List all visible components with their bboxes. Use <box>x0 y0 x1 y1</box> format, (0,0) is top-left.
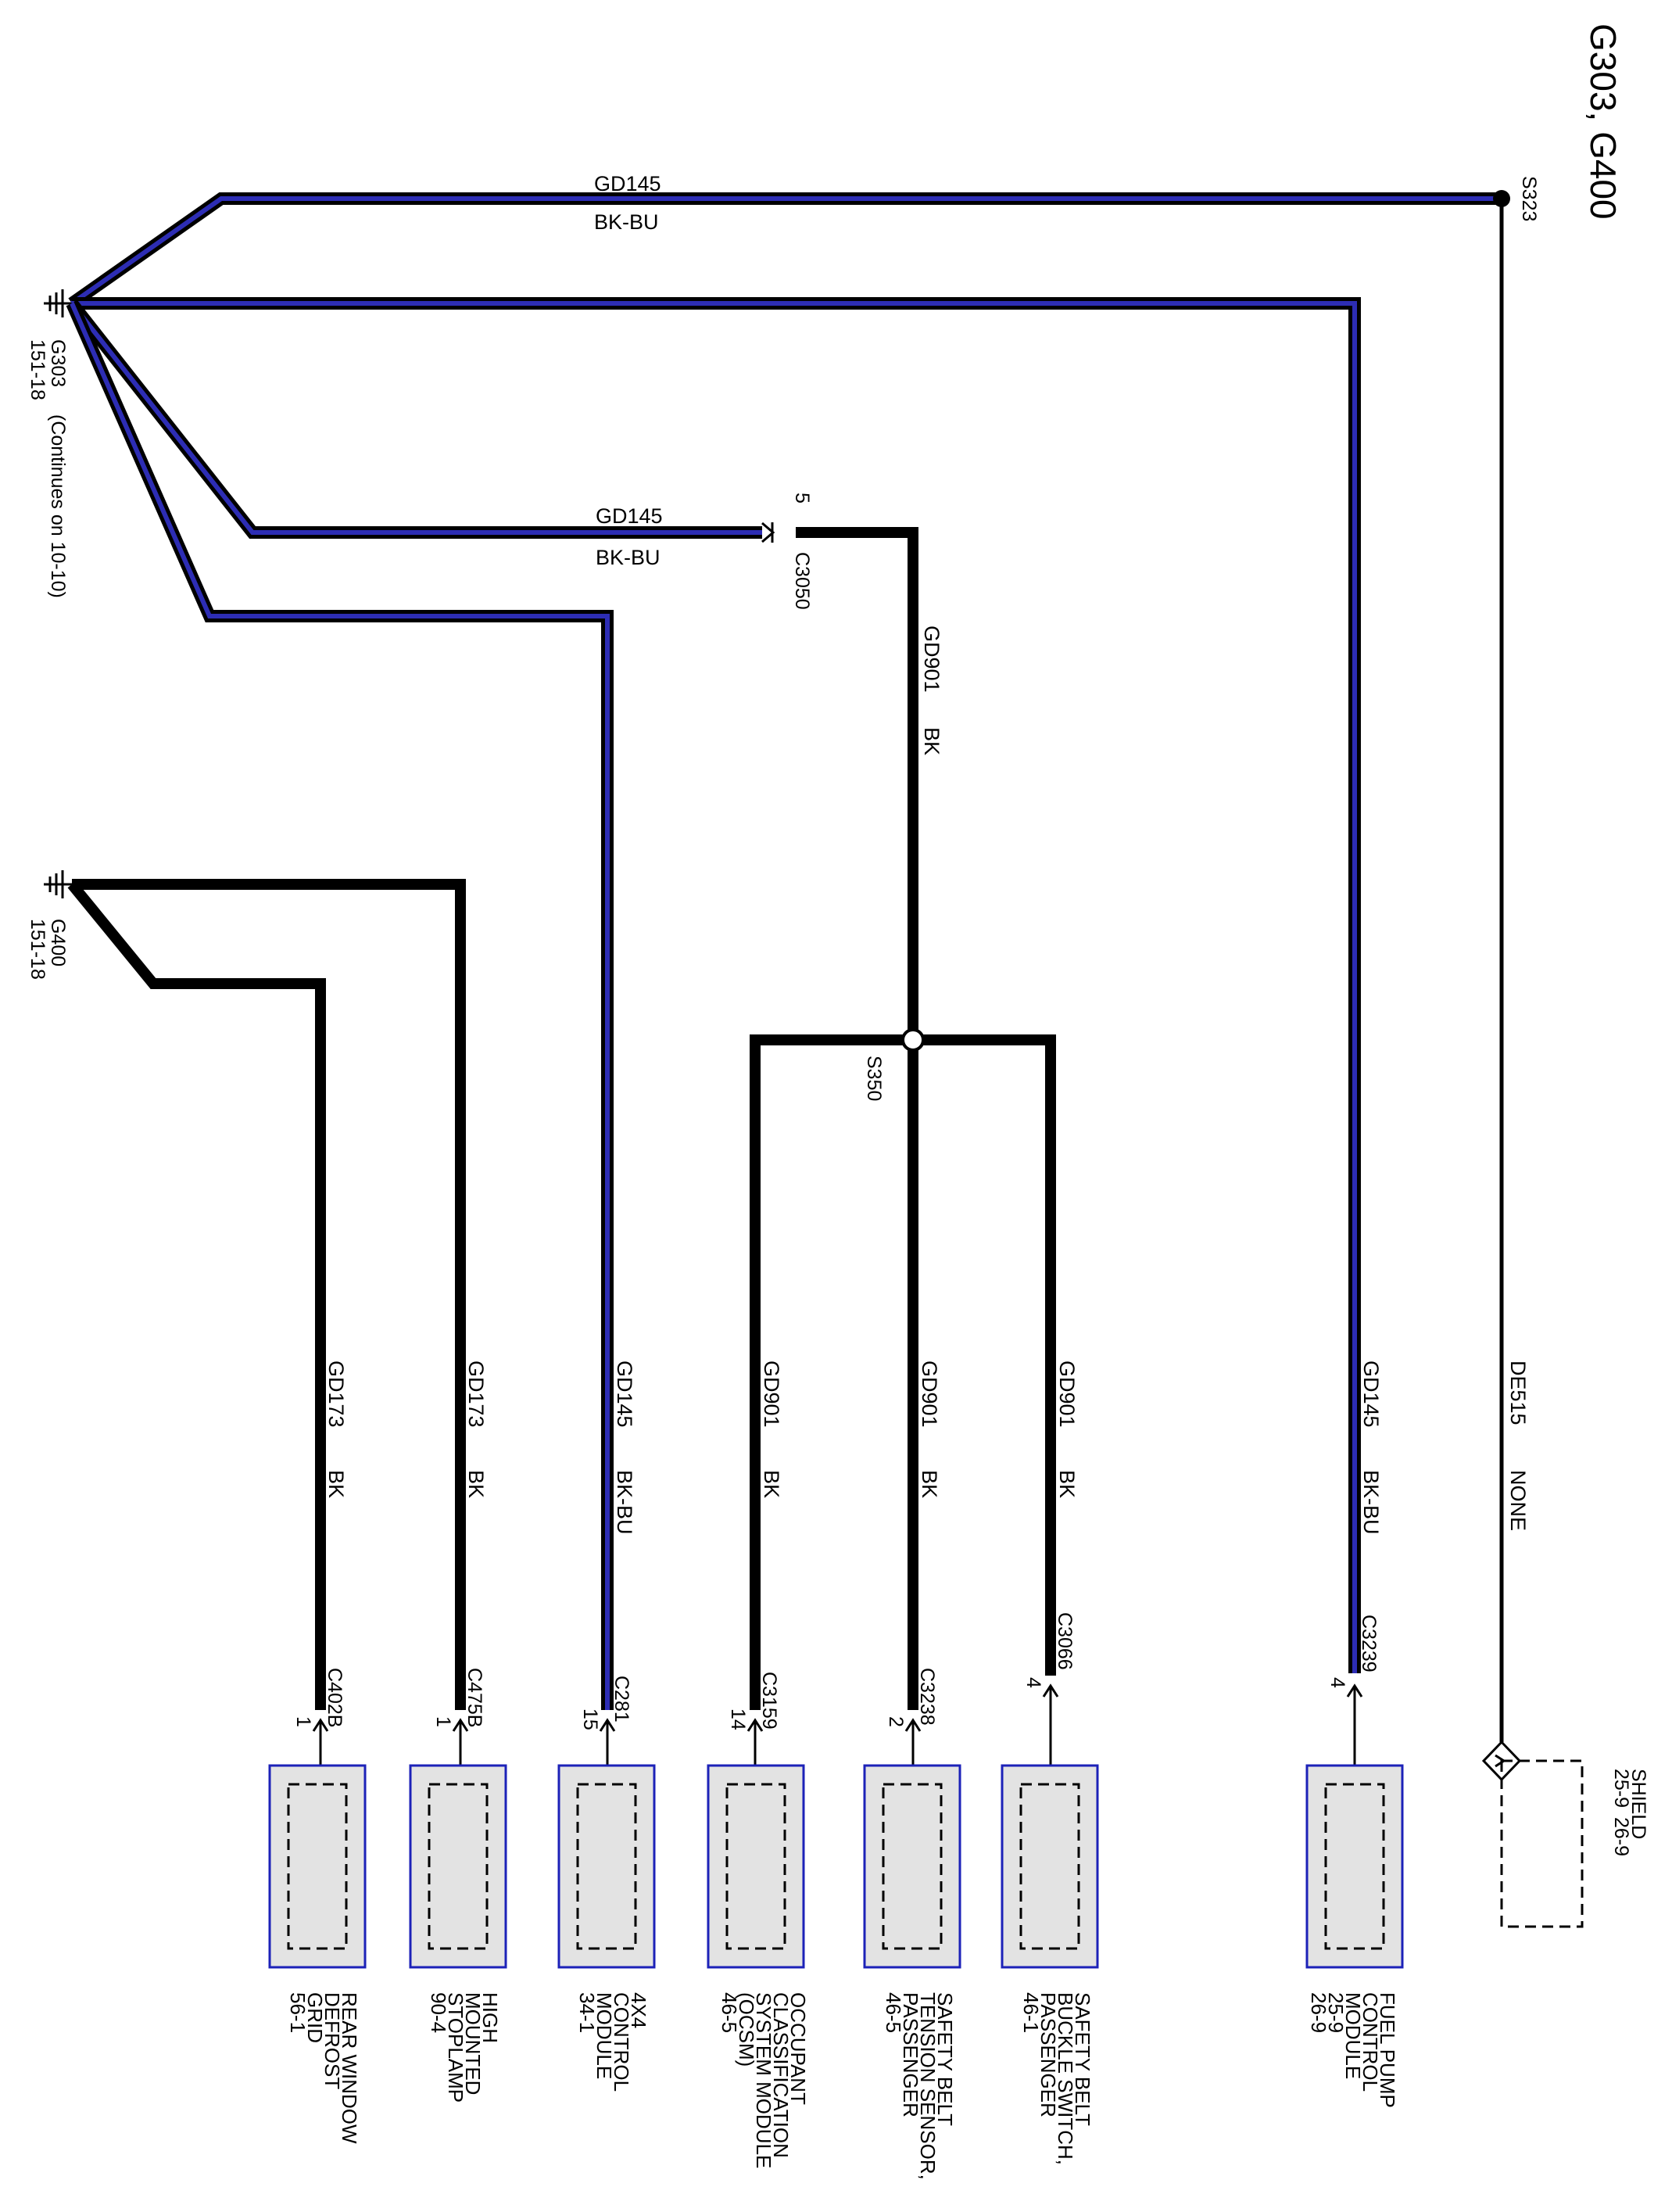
connector-pin-4: 14 <box>727 1708 749 1730</box>
module-7-line-3: MODULE <box>1341 1992 1365 2079</box>
ground-g303-id: G303 <box>47 339 69 387</box>
connector-name-1: C402B <box>324 1668 345 1727</box>
connector-pin-1: 1 <box>292 1716 314 1727</box>
wire-color-5: BK <box>918 1470 941 1498</box>
wire-color-6: BK <box>1055 1470 1079 1498</box>
shield-ref-2: 26-9 <box>1610 1817 1632 1856</box>
wire-circuit-4: GD901 <box>760 1361 783 1428</box>
module-3-line-2: CONTROL <box>610 1992 633 2092</box>
wire-circuit-6: GD901 <box>1055 1361 1079 1428</box>
module-2-line-2: MOUNTED <box>461 1992 485 2095</box>
wire-circuit-8: DE515 <box>1506 1361 1530 1425</box>
module-5-line-2: TENSION SENSOR, <box>916 1992 940 2180</box>
wire-gd901-trunk <box>796 527 918 1040</box>
module-3-line-3: MODULE <box>593 1992 616 2079</box>
module-3-line-4: 34-1 <box>575 1992 599 2033</box>
module-6-line-3: PASSENGER <box>1036 1992 1060 2117</box>
module-4-line-1: OCCUPANT <box>786 1992 810 2105</box>
splice-s323-label: S323 <box>1518 176 1540 221</box>
module-7-line-1: FUEL PUMP <box>1376 1992 1399 2108</box>
module-1-line-3: GRID <box>303 1992 327 2043</box>
top-wire-circuit-1: GD145 <box>594 172 661 195</box>
module-3-line-1: 4X4 <box>627 1992 650 2028</box>
wire-color-2: BK <box>464 1470 488 1498</box>
wire-circuit-2: GD173 <box>464 1361 488 1428</box>
wire-circuit-1: GD173 <box>324 1361 348 1428</box>
connector-name-6: C3066 <box>1054 1612 1076 1670</box>
module-6-line-2: BUCKLE SWITCH, <box>1054 1992 1077 2165</box>
module-5-line-3: PASSENGER <box>899 1992 922 2117</box>
module-2-line-1: HIGH <box>478 1992 502 2043</box>
wire-gd145-top-s323 <box>68 192 1497 309</box>
shield-dashed-box <box>1500 1759 1584 1928</box>
wire-color-7: BK-BU <box>1359 1470 1383 1535</box>
diagram-title: G303, G400 <box>1583 23 1624 220</box>
ground-g400-page: 151-18 <box>27 919 48 980</box>
ground-g303-note: (Continues on 10-10) <box>47 414 69 598</box>
top-wire-color-1: BK-BU <box>594 210 659 234</box>
module-4-line-5: 46-5 <box>718 1992 741 2033</box>
module-6-line-4: 46-1 <box>1019 1992 1043 2033</box>
module-boxes <box>268 1764 1404 1969</box>
wire-gd145-fuel-pump <box>72 297 1361 1673</box>
wire-s350-branches <box>750 1034 1056 1710</box>
c3050-pin: 5 <box>791 493 813 504</box>
wire-color-1: BK <box>324 1470 348 1498</box>
connector-c3050-icon <box>761 522 775 543</box>
module-4-line-3: SYSTEM MODULE <box>752 1992 775 2168</box>
connector-arrows <box>312 1683 1363 1766</box>
wire-circuit-5: GD901 <box>918 1361 941 1428</box>
module-5-line-4: 46-5 <box>882 1992 905 2033</box>
c3050-label: C3050 <box>791 552 813 610</box>
module-7-line-2: CONTROL <box>1359 1992 1382 2092</box>
connector-name-3: C281 <box>610 1676 632 1723</box>
top-wire-circuit-2: GD145 <box>596 504 663 528</box>
wire-gd173-g400 <box>67 879 466 1710</box>
module-5-line-1: SAFETY BELT <box>933 1992 957 2126</box>
connector-pin-3: 15 <box>579 1708 601 1730</box>
wire-color-8: NONE <box>1506 1470 1530 1531</box>
module-6-line-1: SAFETY BELT <box>1071 1992 1094 2126</box>
splice-s323-icon <box>1493 190 1510 207</box>
shield-ref-1: 25-9 <box>1610 1769 1632 1808</box>
module-1-line-1: REAR WINDOW <box>338 1992 361 2144</box>
module-1-line-2: DEFROST <box>320 1992 344 2089</box>
module-1-line-4: 56-1 <box>286 1992 310 2033</box>
module-7-line-4: 25-9 <box>1324 1992 1348 2033</box>
ground-g303-icon <box>44 289 72 317</box>
module-4-line-4: (OCSM) <box>735 1992 758 2067</box>
top-wire-color-2: BK-BU <box>596 546 661 569</box>
module-2-line-4: 90-4 <box>427 1992 450 2033</box>
connector-name-4: C3159 <box>758 1672 780 1730</box>
connector-pin-7: 4 <box>1327 1677 1348 1688</box>
ground-g400-id: G400 <box>47 919 69 966</box>
connector-pin-2: 1 <box>432 1716 454 1727</box>
wire-circuit-3: GD145 <box>613 1361 636 1428</box>
wire-gd145-4x4 <box>66 300 614 1710</box>
wire-circuit-7: GD145 <box>1359 1361 1383 1428</box>
module-2-line-3: STOPLAMP <box>444 1992 467 2103</box>
connector-pin-5: 2 <box>885 1716 907 1727</box>
wire-color-4: BK <box>760 1470 783 1498</box>
module-4-line-2: CLASSIFICATION <box>769 1992 793 2158</box>
splice-s350-icon <box>901 1028 925 1052</box>
ground-g400-icon <box>44 870 72 898</box>
module-7-line-5: 26-9 <box>1307 1992 1330 2033</box>
top-wire-color-3: BK <box>920 727 943 755</box>
connector-name-2: C475B <box>464 1668 485 1727</box>
connector-name-5: C3238 <box>916 1668 938 1726</box>
wire-gd145-c3050 <box>66 299 762 539</box>
top-wire-circuit-3: GD901 <box>920 626 943 693</box>
connector-name-7: C3239 <box>1358 1615 1380 1672</box>
wire-color-3: BK-BU <box>613 1470 636 1535</box>
shield-label: SHIELD <box>1627 1769 1649 1839</box>
connector-pin-6: 4 <box>1022 1677 1044 1688</box>
ground-g303-page: 151-18 <box>27 339 48 400</box>
splice-s350-label: S350 <box>863 1056 885 1101</box>
